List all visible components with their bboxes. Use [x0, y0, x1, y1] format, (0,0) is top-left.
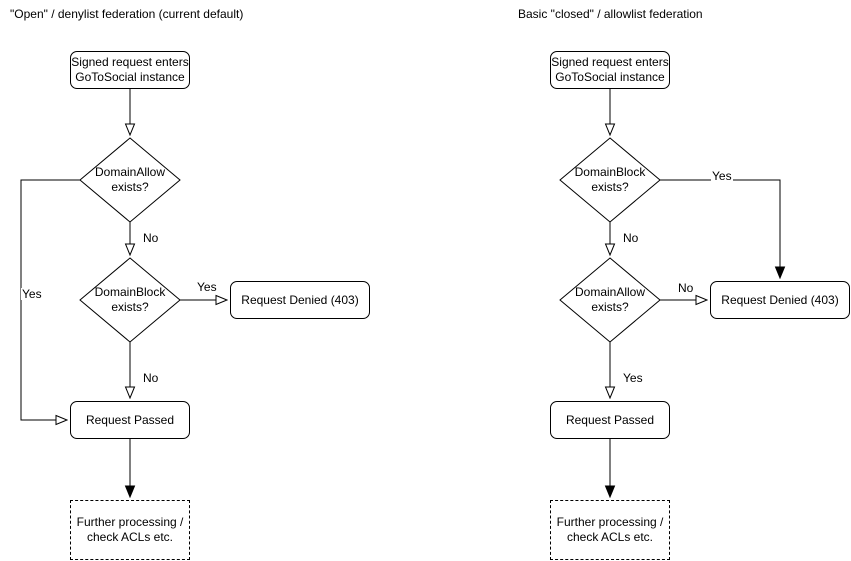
left-start-node: Signed request enters GoToSocial instanc…: [70, 51, 190, 89]
right-denied-node: Request Denied (403): [710, 281, 850, 319]
right-chart-title: Basic "closed" / allowlist federation: [518, 7, 703, 21]
left-decision2-no-label: No: [142, 371, 160, 385]
left-further-node: Further processing / check ACLs etc.: [70, 500, 190, 560]
right-decision1-diamond: [559, 137, 661, 223]
left-decision1-yes-label: Yes: [21, 287, 43, 301]
edge-left-decision1-yes-loop: [20, 179, 80, 420]
right-start-node: Signed request enters GoToSocial instanc…: [550, 51, 670, 89]
left-decision2-label: DomainBlock exists?: [94, 285, 166, 314]
edge-right-decision1-yes-loop: [660, 179, 780, 278]
left-decision2-diamond: [79, 257, 181, 343]
right-decision2-diamond: [559, 257, 661, 343]
right-decision2-label: DomainAllow exists?: [574, 285, 646, 314]
left-decision1-label: DomainAllow exists?: [94, 165, 166, 194]
left-passed-node: Request Passed: [70, 401, 190, 439]
left-decision1-diamond: [79, 137, 181, 223]
right-passed-node: Request Passed: [550, 401, 670, 439]
right-decision1-yes-label: Yes: [711, 169, 733, 183]
left-chart-title: "Open" / denylist federation (current de…: [10, 7, 244, 21]
right-decision2-yes-label: Yes: [622, 371, 644, 385]
left-denied-node: Request Denied (403): [230, 281, 370, 319]
right-decision1-label: DomainBlock exists?: [574, 165, 646, 194]
right-further-node: Further processing / check ACLs etc.: [550, 500, 670, 560]
left-decision1-no-label: No: [142, 231, 160, 245]
left-decision2-yes-label: Yes: [196, 280, 218, 294]
right-decision1-no-label: No: [622, 231, 640, 245]
right-decision2-no-label: No: [677, 281, 695, 295]
